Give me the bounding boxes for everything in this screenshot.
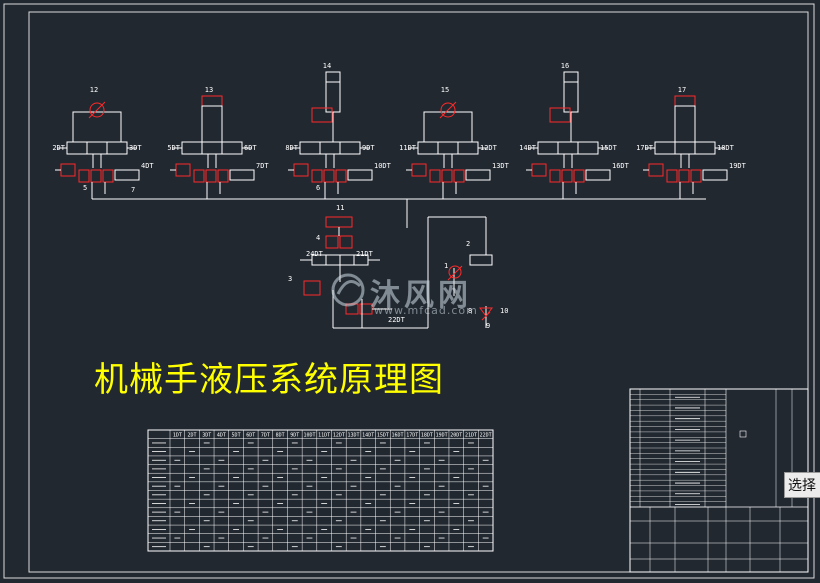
inner-frame: [28, 11, 809, 573]
table-header-cell: 13DT: [347, 433, 359, 439]
solenoid-left-label: 5DT: [167, 144, 180, 152]
solenoid-left-label: 14DT: [519, 144, 537, 152]
solenoid-side-label: 7DT: [256, 162, 269, 170]
solenoid-left-label: 17DT: [636, 144, 654, 152]
valve-unit-labels-15: 15 11DT 12DT 13DT: [399, 86, 510, 170]
unit-number: 12: [90, 86, 98, 94]
table-header-cell: 3DT: [202, 433, 211, 439]
solenoid-left-label: 2DT: [52, 144, 65, 152]
table-header-cell: 8DT: [276, 433, 285, 439]
table-header-cell: 20DT: [450, 433, 462, 439]
valve-unit-17: [643, 95, 728, 199]
table-header-cell: 2DT: [188, 433, 197, 439]
table-header-cell: 18DT: [421, 433, 433, 439]
table-header-cell: 15DT: [377, 433, 389, 439]
valve-unit-labels-17: 17 17DT 18DT 19DT: [636, 86, 747, 170]
valve-unit-labels-13: 13 5DT 6DT 7DT: [167, 86, 269, 170]
unit-number: 17: [678, 86, 686, 94]
solenoid-right-label: 18DT: [717, 144, 735, 152]
valve-unit-13: [170, 95, 255, 199]
valve-unit-15: [406, 101, 491, 199]
solenoid-left-label: 11DT: [399, 144, 417, 152]
part-label: 6: [316, 184, 320, 192]
solenoid-left-label: 8DT: [285, 144, 298, 152]
unit-number: 15: [441, 86, 449, 94]
table-header-cell: 11DT: [318, 433, 330, 439]
table-header-cell: 17DT: [406, 433, 418, 439]
title-block: [629, 388, 809, 573]
valve-unit-16: [526, 71, 611, 199]
pump-label-9: 10: [500, 307, 508, 315]
solenoid-side-label: 10DT: [374, 162, 392, 170]
valve-unit-labels-14: 14 8DT 9DT 10DT 6: [285, 62, 391, 192]
table-header-cell: 19DT: [436, 433, 448, 439]
solenoid-right-label: 9DT: [362, 144, 375, 152]
solenoid-side-label: 13DT: [492, 162, 510, 170]
pump-label-0: 11: [336, 204, 344, 212]
pump-label-2: 21DT: [356, 250, 374, 258]
pump-label-10: 9: [486, 322, 490, 330]
valve-unit-labels-12: 12 2DT 3DT 4DT 5 7: [52, 86, 154, 194]
valve-unit-14: [288, 71, 373, 199]
unit-number: 16: [561, 62, 569, 70]
drawing-title: 机械手液压系统原理图: [94, 360, 444, 400]
pump-label-3: 22DT: [388, 316, 406, 324]
unit-number: 14: [323, 62, 331, 70]
pump-label-7: 2: [466, 240, 470, 248]
pump-labels: 11 24DT 21DT 22DT 4 3 1 2 8 10 9: [288, 204, 508, 330]
unit-number: 13: [205, 86, 213, 94]
pump-label-1: 24DT: [306, 250, 324, 258]
watermark-url: www.mfcad.com: [374, 304, 478, 317]
table-header-cell: 16DT: [392, 433, 404, 439]
table-header-cell: 22DT: [480, 433, 492, 439]
pump-label-4: 4: [316, 234, 320, 242]
table-header-cell: 14DT: [362, 433, 374, 439]
outer-frame: [3, 3, 815, 579]
solenoid-right-label: 15DT: [600, 144, 618, 152]
solenoid-side-label: 4DT: [141, 162, 154, 170]
part-label: 5: [83, 184, 87, 192]
pump-label-8: 8: [468, 307, 472, 315]
solenoid-right-label: 3DT: [129, 144, 142, 152]
solenoid-side-label: 19DT: [729, 162, 747, 170]
solenoid-right-label: 12DT: [480, 144, 498, 152]
watermark-logo-icon: [331, 273, 365, 307]
table-header-cell: 12DT: [333, 433, 345, 439]
watermark: 沐风网 www.mfcad.com: [330, 268, 500, 318]
pump-label-6: 1: [444, 262, 448, 270]
select-button[interactable]: 选择: [784, 472, 820, 498]
valve-unit-12: [55, 101, 140, 199]
valve-unit-labels-16: 16 14DT 15DT 16DT: [519, 62, 630, 170]
table-header-cell: 6DT: [246, 433, 255, 439]
table-header-cell: 4DT: [217, 433, 226, 439]
table-header-cell: 5DT: [232, 433, 241, 439]
watermark-brand: 沐风网: [370, 278, 472, 313]
pump-station: [300, 216, 493, 329]
table-header-cell: 9DT: [290, 433, 299, 439]
solenoid-side-label: 16DT: [612, 162, 630, 170]
table-header-cell: 10DT: [303, 433, 315, 439]
pump-label-5: 3: [288, 275, 292, 283]
part-label-2: 7: [131, 186, 135, 194]
table-header-cell: 1DT: [173, 433, 182, 439]
table-header-cell: 7DT: [261, 433, 270, 439]
table-header-cell: 21DT: [465, 433, 477, 439]
solenoid-right-label: 6DT: [244, 144, 257, 152]
